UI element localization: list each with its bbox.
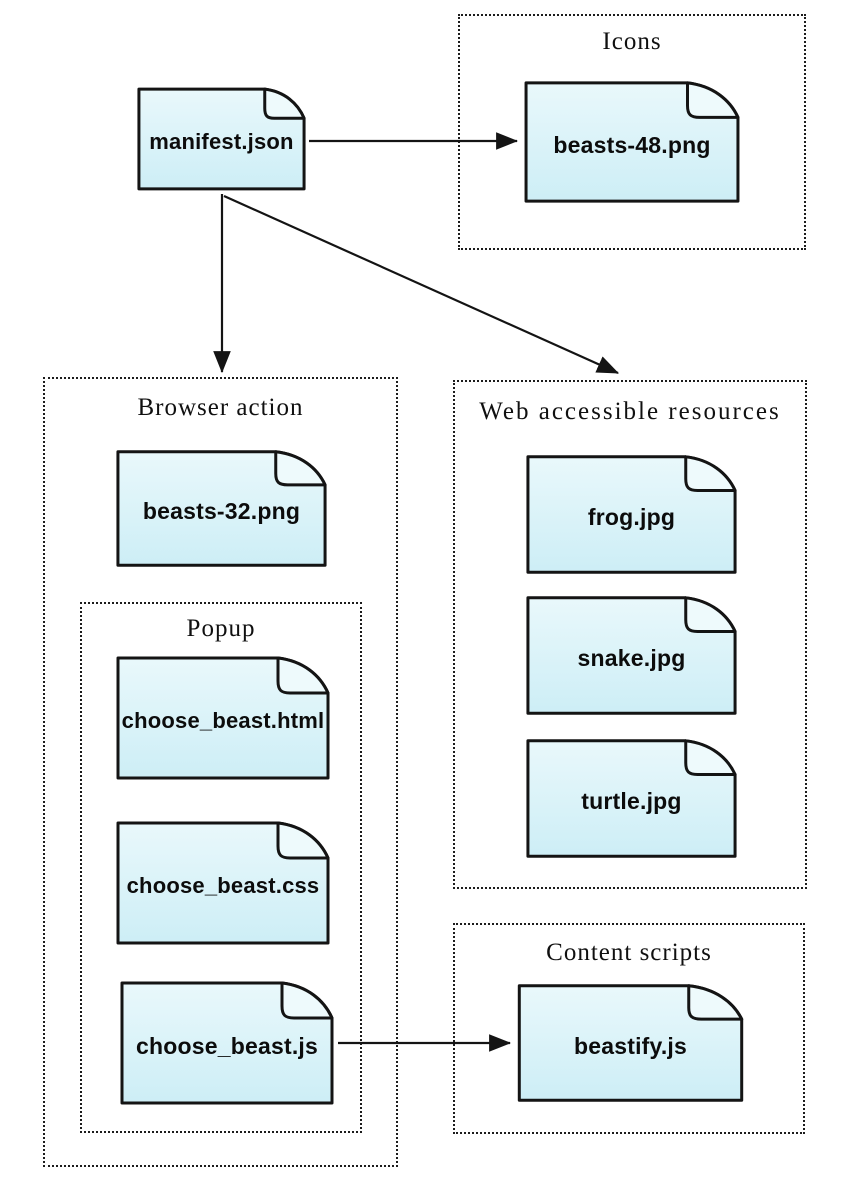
group-web-accessible-resources-label: Web accessible resources [479,398,781,425]
document-icon [113,653,333,783]
file-node-choose-beast-js: choose_beast.js [117,978,337,1108]
file-node-manifest-json: manifest.json [135,85,308,193]
group-browser-action-label: Browser action [137,394,304,421]
document-icon [514,981,747,1105]
file-label: snake.jpg [577,645,686,671]
file-node-beasts-32-png: beasts-32.png [113,447,330,570]
file-label: choose_beast.js [136,1032,318,1059]
document-icon [523,736,740,861]
document-icon [523,452,740,577]
group-web-accessible-resources: Web accessible resources [453,380,807,889]
document-icon [113,818,333,948]
file-node-choose-beast-html: choose_beast.html [113,653,333,783]
file-label: beasts-32.png [142,498,301,524]
file-label: turtle.jpg [581,788,682,814]
file-node-beastify-js: beastify.js [514,981,747,1105]
file-node-choose-beast-css: choose_beast.css [113,818,333,948]
file-label: manifest.json [149,129,294,154]
document-icon [117,978,337,1108]
file-node-snake-jpg: snake.jpg [523,593,740,718]
file-node-beasts-48-png: beasts-48.png [521,78,743,206]
group-popup: Popup [80,602,362,1133]
file-label: frog.jpg [587,504,676,530]
file-label: beasts-48.png [553,131,711,158]
file-node-turtle-jpg: turtle.jpg [523,736,740,861]
file-node-frog-jpg: frog.jpg [523,452,740,577]
group-popup-label: Popup [186,615,256,642]
file-label: beastify.js [574,1032,687,1059]
document-icon [113,447,330,570]
file-label: choose_beast.html [121,708,325,733]
group-icons: Icons [458,14,806,250]
document-icon [523,593,740,718]
group-content-scripts-label: Content scripts [546,939,712,966]
document-icon [521,78,743,206]
document-icon [135,85,308,193]
group-icons-label: Icons [602,28,662,55]
group-content-scripts: Content scripts [453,923,805,1134]
file-label: choose_beast.css [126,873,320,898]
group-browser-action: Browser action [43,377,398,1167]
